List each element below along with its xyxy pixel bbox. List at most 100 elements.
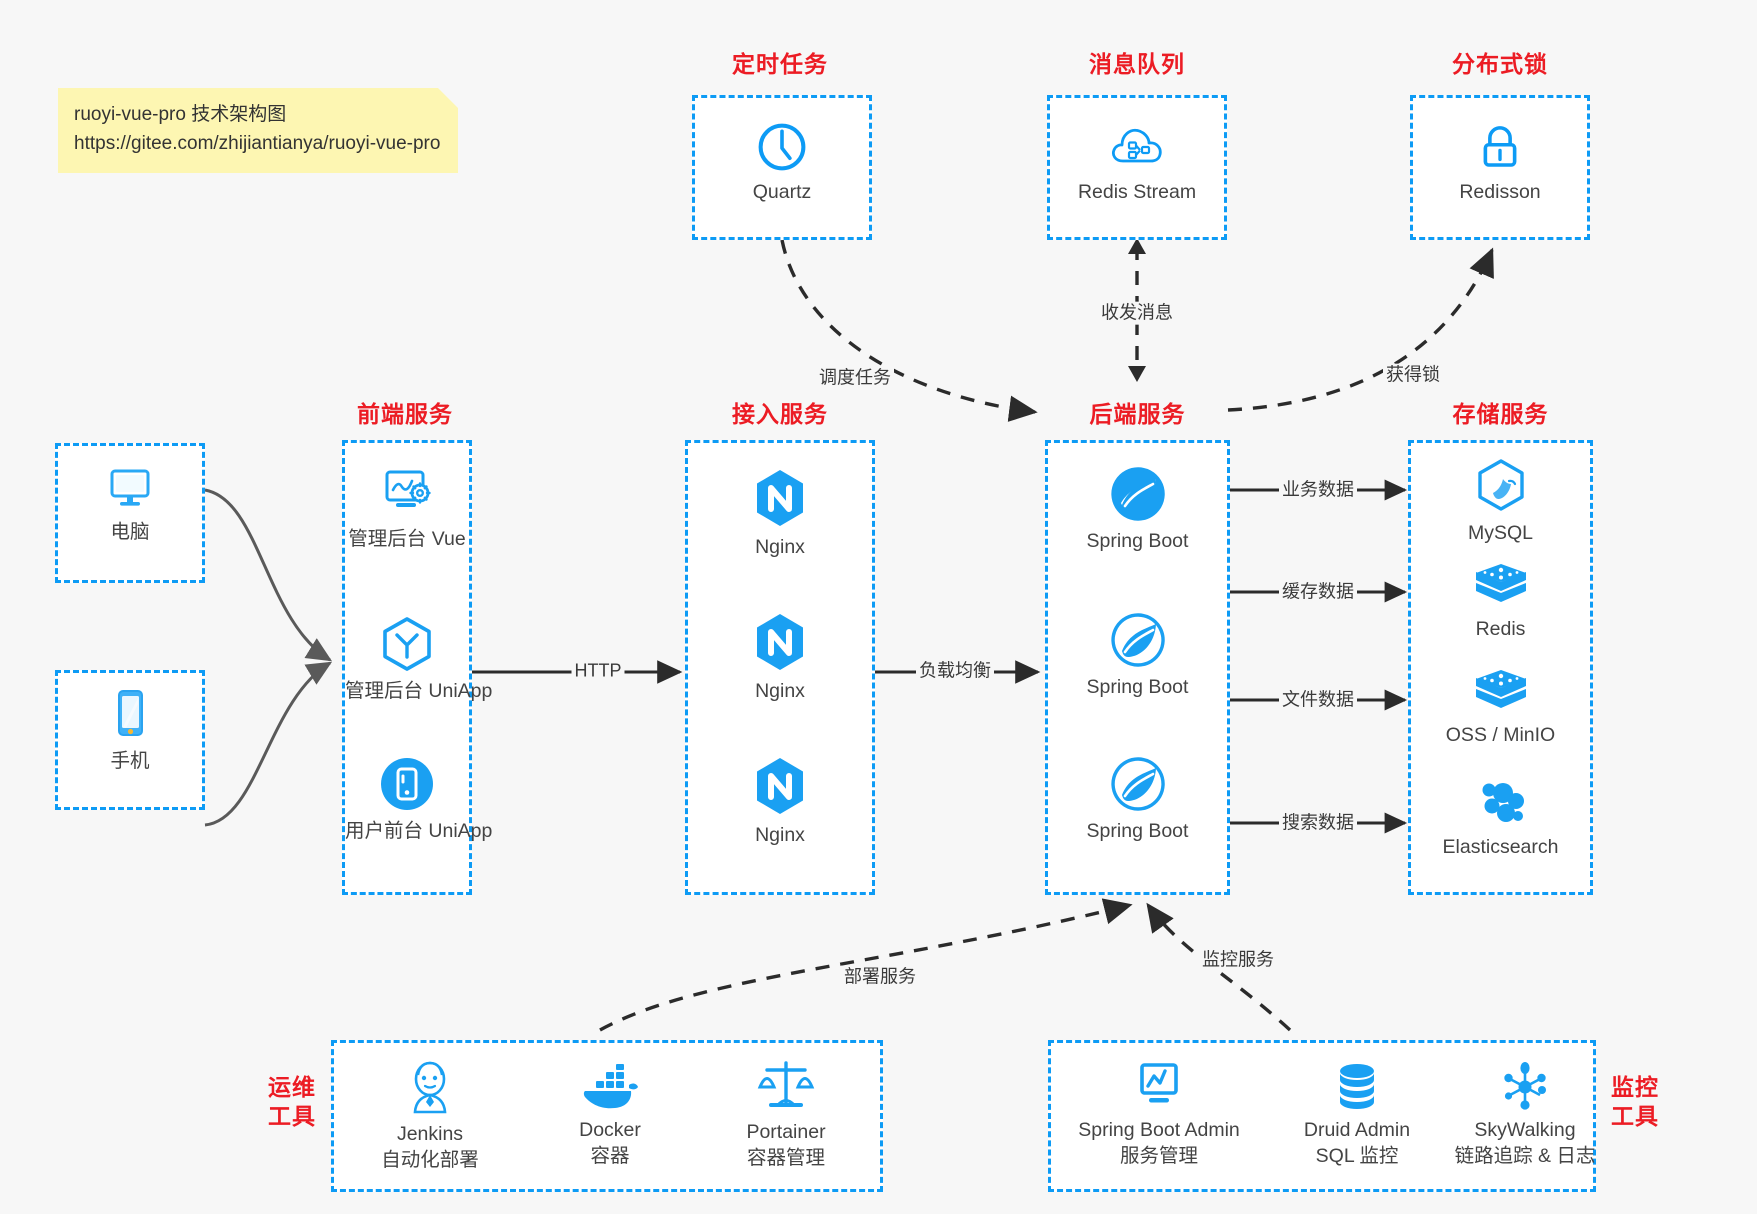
node-sublabel: 自动化部署 (381, 1148, 479, 1171)
clock-icon (695, 120, 869, 174)
group-box-scheduler[interactable]: Quartz (692, 95, 872, 240)
edge-label-cache-data: 缓存数据 (1279, 580, 1357, 604)
node-quartz[interactable]: Quartz (695, 120, 869, 205)
node-mysql[interactable]: MySQL (1411, 457, 1590, 546)
node-label: Nginx (755, 824, 805, 846)
node-admin-uniapp[interactable]: 管理后台 UniApp (345, 615, 492, 704)
node-oss-minio[interactable]: OSS / MinIO (1411, 667, 1590, 748)
group-title-devops: 运维 工具 (262, 1073, 322, 1132)
group-box-client-pc[interactable]: 电脑 (55, 443, 205, 583)
group-box-storage[interactable]: MySQL Redis (1408, 440, 1593, 895)
sticky-note: ruoyi-vue-pro 技术架构图 https://gitee.com/zh… (58, 88, 458, 173)
node-label: Druid Admin (1303, 1119, 1411, 1141)
node-label: Spring Boot (1086, 530, 1189, 552)
group-title-message-queue: 消息队列 (1089, 51, 1185, 77)
edge-backend-to-redisson (1227, 247, 1494, 412)
note-title: ruoyi-vue-pro 技术架构图 (74, 104, 287, 125)
skywalking-nodes-icon (1425, 1061, 1625, 1113)
group-box-devops[interactable]: Jenkins 自动化部署 Docke (331, 1040, 883, 1192)
edge-label-deploy-service: 部署服务 (841, 965, 919, 989)
devops-title-line2: 工具 (268, 1103, 316, 1130)
monitor-chart-icon (1059, 1061, 1259, 1113)
note-url: https://gitee.com/zhijiantianya/ruoyi-vu… (74, 132, 441, 154)
edge-label-monitor-service: 监控服务 (1199, 948, 1277, 972)
group-title-gateway: 接入服务 (732, 401, 828, 427)
node-nginx-3[interactable]: Nginx (688, 755, 872, 848)
node-label: Redisson (1459, 181, 1541, 203)
mysql-dolphin-icon (1411, 457, 1590, 515)
node-label: Spring Boot Admin (1078, 1119, 1240, 1141)
group-box-gateway[interactable]: Nginx Nginx Nginx (685, 440, 875, 895)
node-redis[interactable]: Redis (1411, 561, 1590, 642)
node-spring-boot-admin[interactable]: Spring Boot Admin 服务管理 (1059, 1061, 1259, 1169)
node-label: SkyWalking (1474, 1119, 1576, 1141)
node-label: Nginx (755, 536, 805, 558)
node-portainer[interactable]: Portainer 容器管理 (706, 1059, 866, 1171)
node-nginx-2[interactable]: Nginx (688, 611, 872, 704)
node-sublabel: 链路追踪 & 日志 (1454, 1144, 1596, 1167)
portainer-scales-icon (706, 1059, 866, 1115)
edge-label-business-data: 业务数据 (1279, 478, 1357, 502)
node-label: 管理后台 Vue (348, 528, 466, 550)
admin-dashboard-icon (345, 465, 469, 521)
cloud-stream-icon (1050, 120, 1224, 174)
node-label: Spring Boot (1086, 820, 1189, 842)
node-redis-stream[interactable]: Redis Stream (1050, 120, 1224, 205)
monitoring-title-line1: 监控 (1611, 1074, 1659, 1100)
group-title-frontend: 前端服务 (357, 401, 453, 427)
redis-stack-icon (1411, 667, 1590, 717)
database-cylinder-icon (1277, 1061, 1437, 1113)
node-pc[interactable]: 电脑 (58, 464, 202, 545)
group-box-backend[interactable]: Spring Boot Spring Boot Spring Boot (1045, 440, 1230, 895)
node-nginx-1[interactable]: Nginx (688, 467, 872, 560)
node-skywalking[interactable]: SkyWalking 链路追踪 & 日志 (1425, 1061, 1625, 1169)
node-admin-vue[interactable]: 管理后台 Vue (345, 465, 469, 552)
node-label: OSS / MinIO (1445, 724, 1556, 746)
node-label: Nginx (755, 680, 805, 702)
node-sublabel: 服务管理 (1119, 1144, 1198, 1167)
group-box-message-queue[interactable]: Redis Stream (1047, 95, 1227, 240)
desktop-monitor-icon (58, 464, 202, 514)
node-label: MySQL (1467, 522, 1533, 544)
uniapp-hexagon-icon (345, 615, 469, 673)
node-label: 电脑 (110, 521, 150, 543)
jenkins-butler-icon (350, 1057, 510, 1117)
elasticsearch-cluster-icon (1411, 773, 1590, 829)
edge-pc-to-frontend (204, 488, 333, 662)
node-spring-boot-1[interactable]: Spring Boot (1048, 465, 1227, 554)
node-label: 用户前台 UniApp (345, 820, 493, 842)
node-label: Redis Stream (1077, 181, 1197, 203)
nginx-icon (688, 755, 872, 817)
group-box-monitoring[interactable]: Spring Boot Admin 服务管理 Druid Admin SQL 监… (1048, 1040, 1596, 1192)
node-spring-boot-3[interactable]: Spring Boot (1048, 755, 1227, 844)
group-title-monitoring: 监控 工具 (1605, 1073, 1665, 1132)
docker-whale-icon (530, 1063, 690, 1113)
nginx-icon (688, 611, 872, 673)
node-sublabel: SQL 监控 (1315, 1144, 1399, 1167)
edge-label-acquire-lock: 获得锁 (1383, 363, 1443, 387)
node-label: Portainer (746, 1121, 826, 1143)
node-druid-admin[interactable]: Druid Admin SQL 监控 (1277, 1061, 1437, 1169)
node-jenkins[interactable]: Jenkins 自动化部署 (350, 1057, 510, 1173)
node-docker[interactable]: Docker 容器 (530, 1063, 690, 1169)
node-label: Elasticsearch (1442, 836, 1559, 858)
group-title-distributed-lock: 分布式锁 (1452, 51, 1548, 77)
group-title-storage: 存储服务 (1452, 401, 1549, 427)
group-box-client-phone[interactable]: 手机 (55, 670, 205, 810)
monitoring-title-line2: 工具 (1611, 1103, 1659, 1130)
node-spring-boot-2[interactable]: Spring Boot (1048, 611, 1227, 700)
nginx-icon (688, 467, 872, 529)
node-redisson[interactable]: Redisson (1413, 120, 1587, 205)
mobile-phone-icon (58, 687, 202, 743)
spring-boot-leaf-icon (1048, 611, 1227, 669)
group-box-frontend[interactable]: 管理后台 Vue 管理后台 UniApp 用户前台 UniApp (342, 440, 492, 895)
group-box-distributed-lock[interactable]: Redisson (1410, 95, 1590, 240)
node-user-uniapp[interactable]: 用户前台 UniApp (345, 755, 492, 844)
node-phone[interactable]: 手机 (58, 687, 202, 774)
node-elasticsearch[interactable]: Elasticsearch (1411, 773, 1590, 860)
devops-title-line1: 运维 (268, 1074, 316, 1100)
edge-mq-arrow-down (1128, 366, 1146, 382)
node-label: 管理后台 UniApp (345, 680, 493, 702)
node-sublabel: 容器 (590, 1144, 630, 1167)
